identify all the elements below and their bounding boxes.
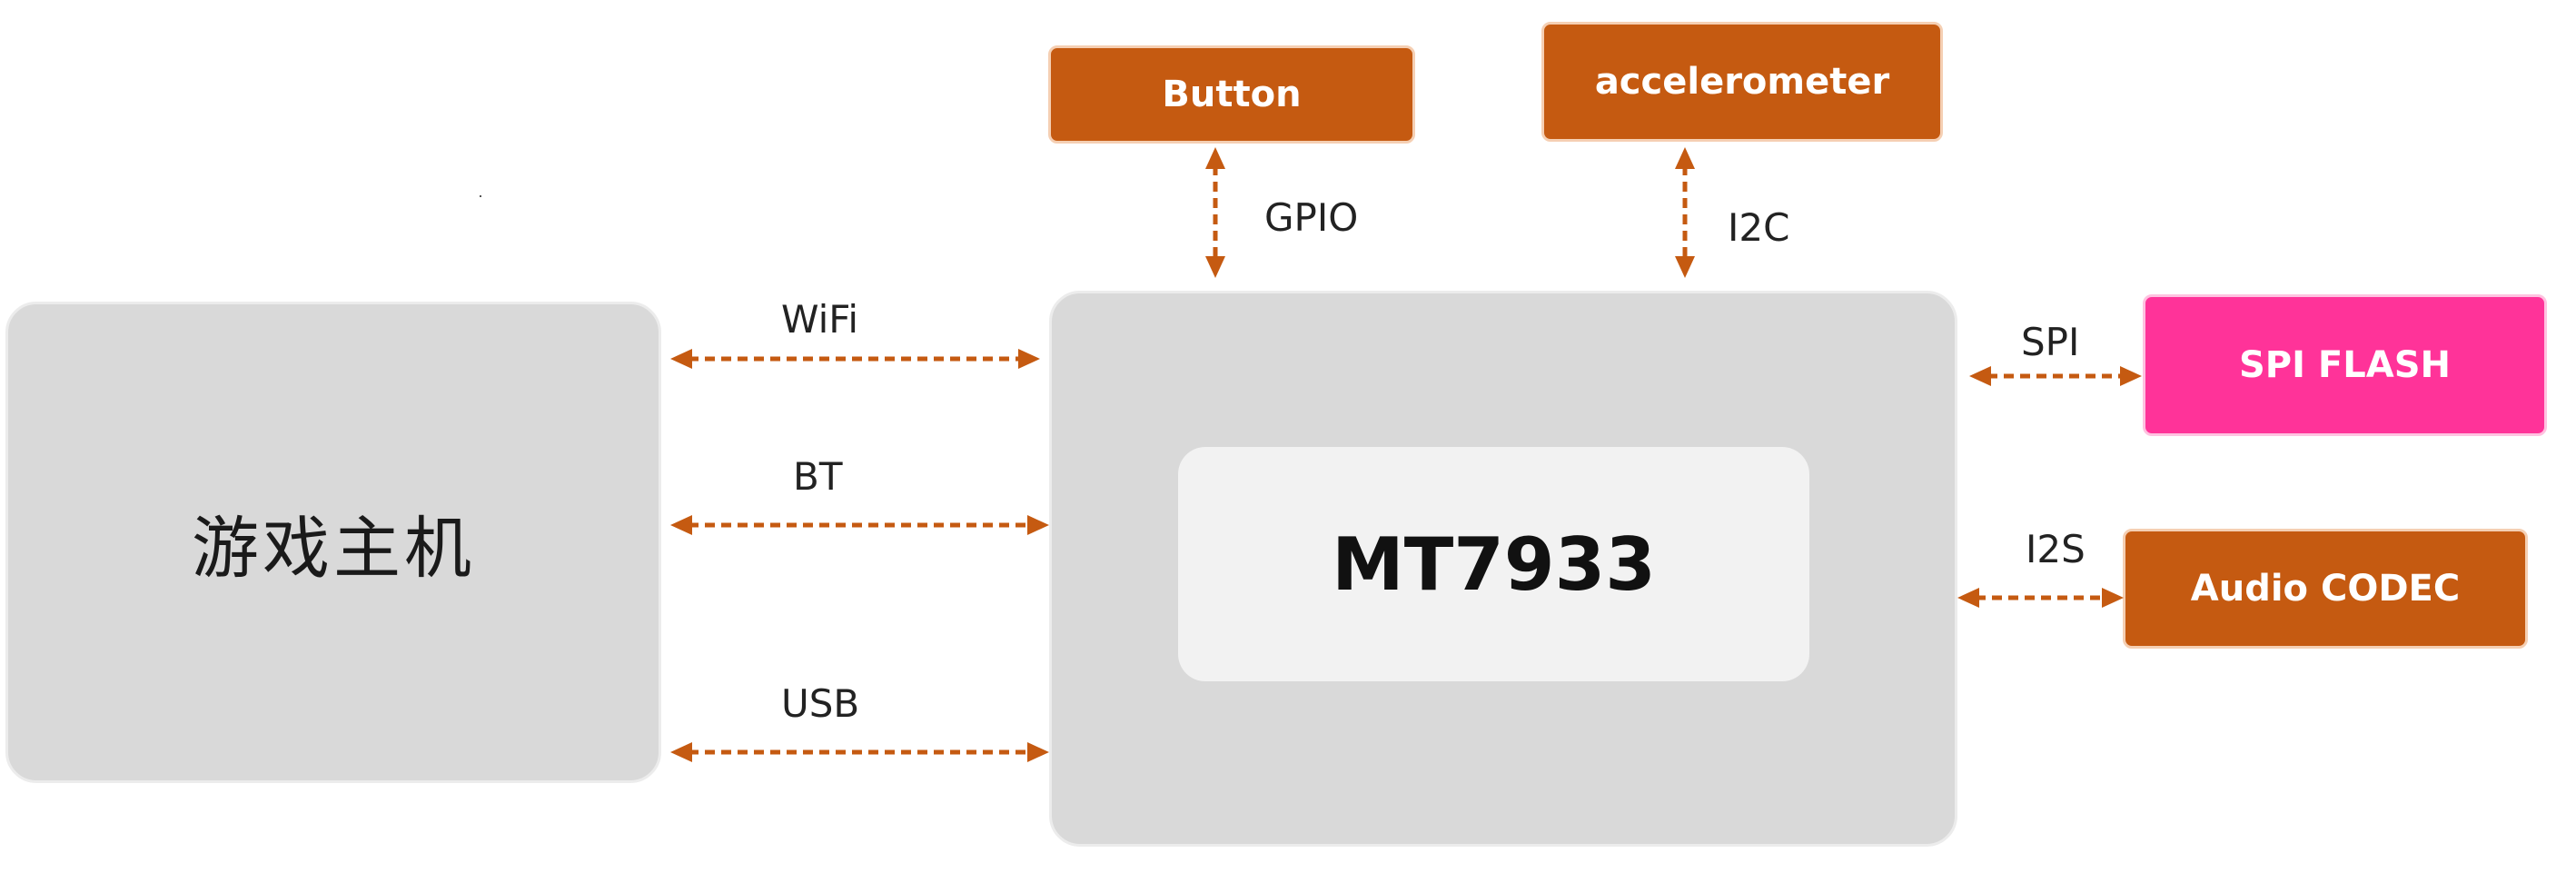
i2s-connector [1957, 588, 2124, 608]
wifi-connector [670, 349, 1040, 369]
usb-connector [670, 742, 1049, 762]
audio-codec-label: Audio CODEC [2190, 568, 2461, 610]
spi-label: SPI [2021, 320, 2080, 364]
accelerometer-label: accelerometer [1594, 61, 1890, 103]
accelerometer-block: accelerometer [1541, 22, 1943, 142]
spi-flash-block: SPI FLASH [2143, 294, 2547, 436]
i2s-label: I2S [2026, 527, 2086, 571]
gpio-connector [1205, 147, 1225, 278]
i2c-label: I2C [1728, 205, 1790, 250]
button-block: Button [1048, 45, 1415, 144]
usb-label: USB [781, 681, 860, 726]
bt-connector [670, 515, 1049, 535]
stray-dot [480, 195, 481, 197]
mt7933-chip: MT7933 [1178, 447, 1809, 681]
game-console-block: 游戏主机 [5, 302, 661, 783]
wifi-label: WiFi [781, 297, 859, 342]
spi-flash-label: SPI FLASH [2239, 344, 2451, 386]
spi-connector [1969, 366, 2142, 386]
game-console-label: 游戏主机 [192, 509, 475, 588]
i2c-connector [1675, 147, 1695, 278]
audio-codec-block: Audio CODEC [2123, 529, 2528, 649]
gpio-label: GPIO [1264, 195, 1359, 240]
mt7933-label: MT7933 [1332, 521, 1656, 607]
button-label: Button [1162, 74, 1302, 115]
bt-label: BT [793, 454, 843, 499]
